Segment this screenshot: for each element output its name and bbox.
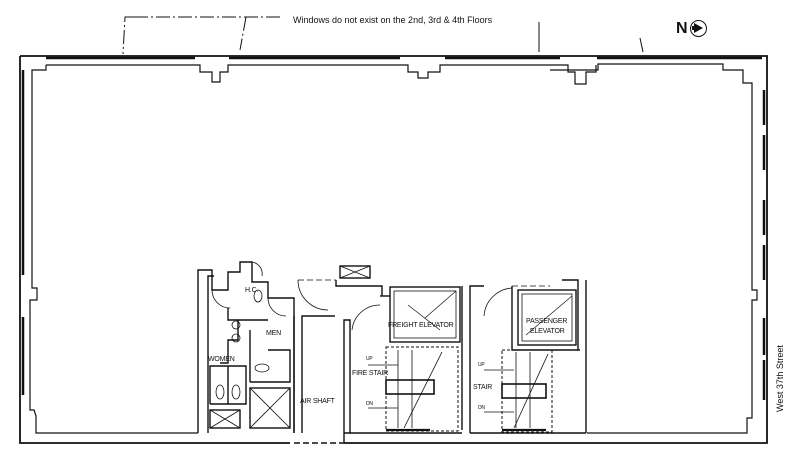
north-label: N [676,19,688,37]
passenger-core [469,279,587,434]
room-hc: H.C. [245,287,259,294]
room-air-shaft: AIR SHAFT [300,398,335,405]
room-fire-stair: FIRE STAIR [352,370,388,377]
north-indicator: N [676,20,707,37]
exterior-wall [19,55,768,444]
room-passenger-elevator-line1: PASSENGER [526,318,568,325]
room-stair: STAIR [473,384,493,391]
windows-note: Windows do not exist on the 2nd, 3rd & 4… [293,15,493,25]
restroom-core [197,261,295,433]
window-callout-leaders [122,16,644,55]
stair-dn: DN [478,405,485,411]
stair-up: UP [478,362,485,368]
north-arrow-icon [689,20,707,37]
central-core [293,265,463,444]
room-passenger-elevator-line2: ELEVATOR [530,328,565,335]
room-freight-elevator: FREIGHT ELEVATOR [388,322,454,329]
fire-stair-up: UP [366,356,373,362]
fire-stair-dn: DN [366,401,373,407]
street-label: West 37th Street [775,345,785,412]
room-women: WOMEN [208,356,235,363]
room-men: MEN [266,330,281,337]
